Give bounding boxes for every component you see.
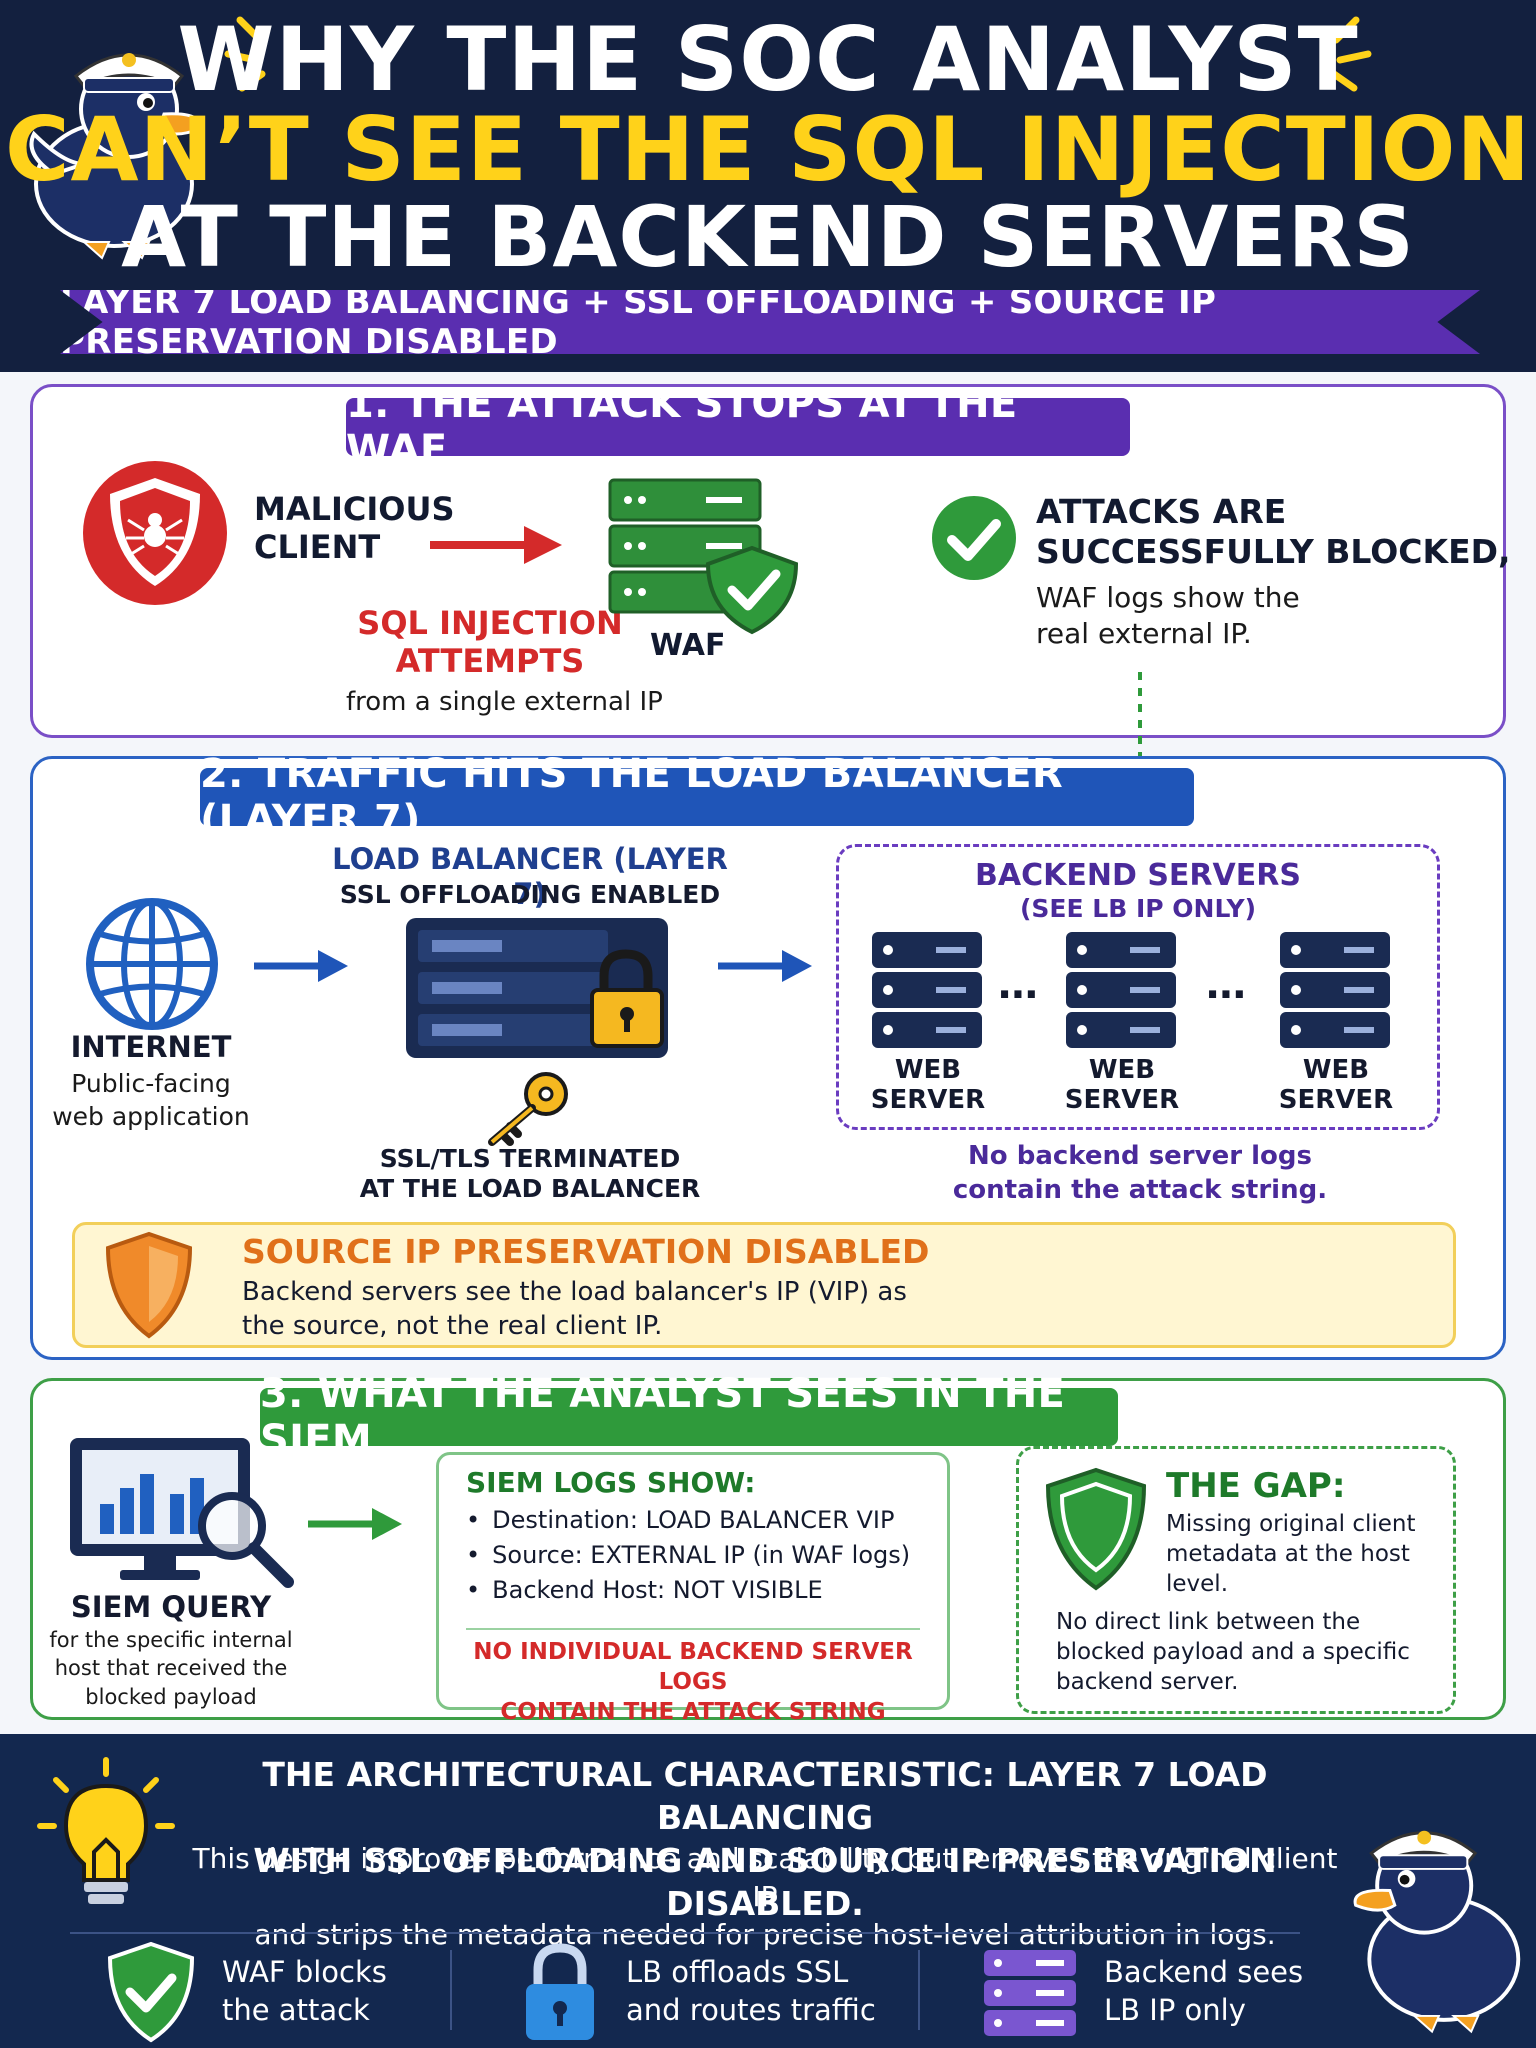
backend-servers-box xyxy=(836,844,1440,1130)
duck-mascot-bottom-icon xyxy=(1353,1830,1521,2034)
sql-injection-label: SQL INJECTION ATTEMPTS xyxy=(357,604,623,681)
siem-logs-divider xyxy=(466,1628,920,1630)
siem-log-item: Source: EXTERNAL IP (in WAF logs) xyxy=(466,1541,910,1569)
footer-item-waf: WAF blocks the attack xyxy=(222,1955,387,2027)
siem-logs-title: SIEM LOGS SHOW: xyxy=(466,1466,756,1499)
load-balancer-icon xyxy=(406,918,668,1058)
ellipsis-1: ⋯ xyxy=(998,972,1038,1018)
lock-icon xyxy=(526,1943,594,2040)
footer-item-backend: Backend sees LB IP only xyxy=(1104,1955,1304,2027)
footer-desc: This design improves performance and sca… xyxy=(192,1842,1338,1951)
gap-title: THE GAP: xyxy=(1166,1466,1346,1506)
siem-log-item: Destination: LOAD BALANCER VIP xyxy=(466,1506,910,1534)
siem-logs-list: Destination: LOAD BALANCER VIP Source: E… xyxy=(466,1506,910,1611)
key-icon xyxy=(488,1072,568,1146)
source-ip-title: SOURCE IP PRESERVATION DISABLED xyxy=(242,1232,930,1271)
source-ip-box xyxy=(72,1222,1456,1348)
lightbulb-icon xyxy=(37,1757,175,1904)
title-line-1: WHY THE SOC ANALYST xyxy=(177,8,1359,111)
globe-icon xyxy=(86,898,218,1030)
arrow-right-red-icon xyxy=(430,526,562,564)
section-1-title: 1. THE ATTACK STOPS AT THE WAF xyxy=(346,381,1130,473)
waf-shield-check-icon xyxy=(107,1941,195,2043)
dotted-connector xyxy=(1138,672,1142,768)
gap-desc-1: Missing original client metadata at the … xyxy=(1166,1511,1416,1597)
web-server-3-label: WEB SERVER xyxy=(1278,1055,1394,1115)
web-server-1-label: WEB SERVER xyxy=(870,1055,986,1115)
attacks-blocked-label: ATTACKS ARE SUCCESSFULLY BLOCKED, xyxy=(1036,492,1511,571)
footer-item-divider xyxy=(450,1950,452,2030)
attack-source-label: from a single external IP xyxy=(346,687,663,717)
waf-label: WAF xyxy=(650,628,726,663)
arrow-right-blue-2-icon xyxy=(718,950,812,982)
siem-logs-warning: NO INDIVIDUAL BACKEND SERVER LOGS CONTAI… xyxy=(473,1639,913,1725)
footer-title: THE ARCHITECTURAL CHARACTERISTIC: LAYER … xyxy=(253,1755,1277,1923)
spark-right-icon xyxy=(1330,16,1372,92)
web-server-3-icon xyxy=(1280,932,1390,1048)
ssl-terminated-label: SSL/TLS TERMINATED AT THE LOAD BALANCER xyxy=(359,1144,701,1203)
internet-label: INTERNET xyxy=(70,1030,232,1064)
backend-servers-title: BACKEND SERVERS xyxy=(975,858,1301,893)
arrow-right-blue-icon xyxy=(254,950,348,982)
footer xyxy=(0,1734,1536,2048)
backend-server-stack-icon xyxy=(984,1950,1076,2036)
green-shield-icon xyxy=(1045,1467,1147,1591)
backend-note: No backend server logs contain the attac… xyxy=(952,1141,1328,1205)
ssl-offloading-label: SSL OFFLOADING ENABLED xyxy=(339,880,721,909)
footer-divider xyxy=(70,1932,1300,1934)
siem-query-sub: for the specific internal host that rece… xyxy=(49,1628,293,1709)
waf-server-icon xyxy=(608,478,799,635)
section-2-title: 2. TRAFFIC HITS THE LOAD BALANCER (LAYER… xyxy=(200,751,1194,843)
ellipsis-2: ⋯ xyxy=(1206,972,1246,1018)
malicious-client-label: MALICIOUS CLIENT xyxy=(254,490,455,567)
check-circle-icon xyxy=(932,496,1016,580)
web-server-2-icon xyxy=(1066,932,1176,1048)
gap-desc-2: No direct link between the blocked paylo… xyxy=(1056,1609,1410,1695)
malicious-client-shield-icon xyxy=(83,461,227,605)
internet-sub-label: Public-facing web application xyxy=(52,1069,250,1131)
web-server-1-icon xyxy=(872,932,982,1048)
section-3-title: 3. WHAT THE ANALYST SEES IN THE SIEM xyxy=(260,1371,1118,1463)
title-line-2: CAN’T SEE THE SQL INJECTION xyxy=(4,98,1532,201)
subtitle-banner: LAYER 7 LOAD BALANCING + SSL OFFLOADING … xyxy=(60,290,1480,354)
siem-log-item: Backend Host: NOT VISIBLE xyxy=(466,1576,910,1604)
orange-shield-icon xyxy=(105,1231,193,1339)
footer-item-divider xyxy=(918,1950,920,2030)
backend-servers-sub: (SEE LB IP ONLY) xyxy=(1019,894,1257,923)
title-line-3: AT THE BACKEND SERVERS xyxy=(121,188,1415,286)
duck-mascot-icon xyxy=(29,53,202,260)
spark-left-icon xyxy=(224,16,266,92)
load-balancer-title: LOAD BALANCER (LAYER 7) xyxy=(332,842,728,911)
web-server-2-label: WEB SERVER xyxy=(1064,1055,1180,1115)
siem-query-label: SIEM QUERY xyxy=(70,1590,272,1624)
siem-monitor-icon xyxy=(70,1438,294,1588)
waf-logs-desc: WAF logs show the real external IP. xyxy=(1036,581,1300,651)
arrow-right-green-icon xyxy=(308,1508,402,1540)
footer-item-lb: LB offloads SSL and routes traffic xyxy=(626,1955,876,2027)
source-ip-desc: Backend servers see the load balancer's … xyxy=(242,1277,907,1341)
